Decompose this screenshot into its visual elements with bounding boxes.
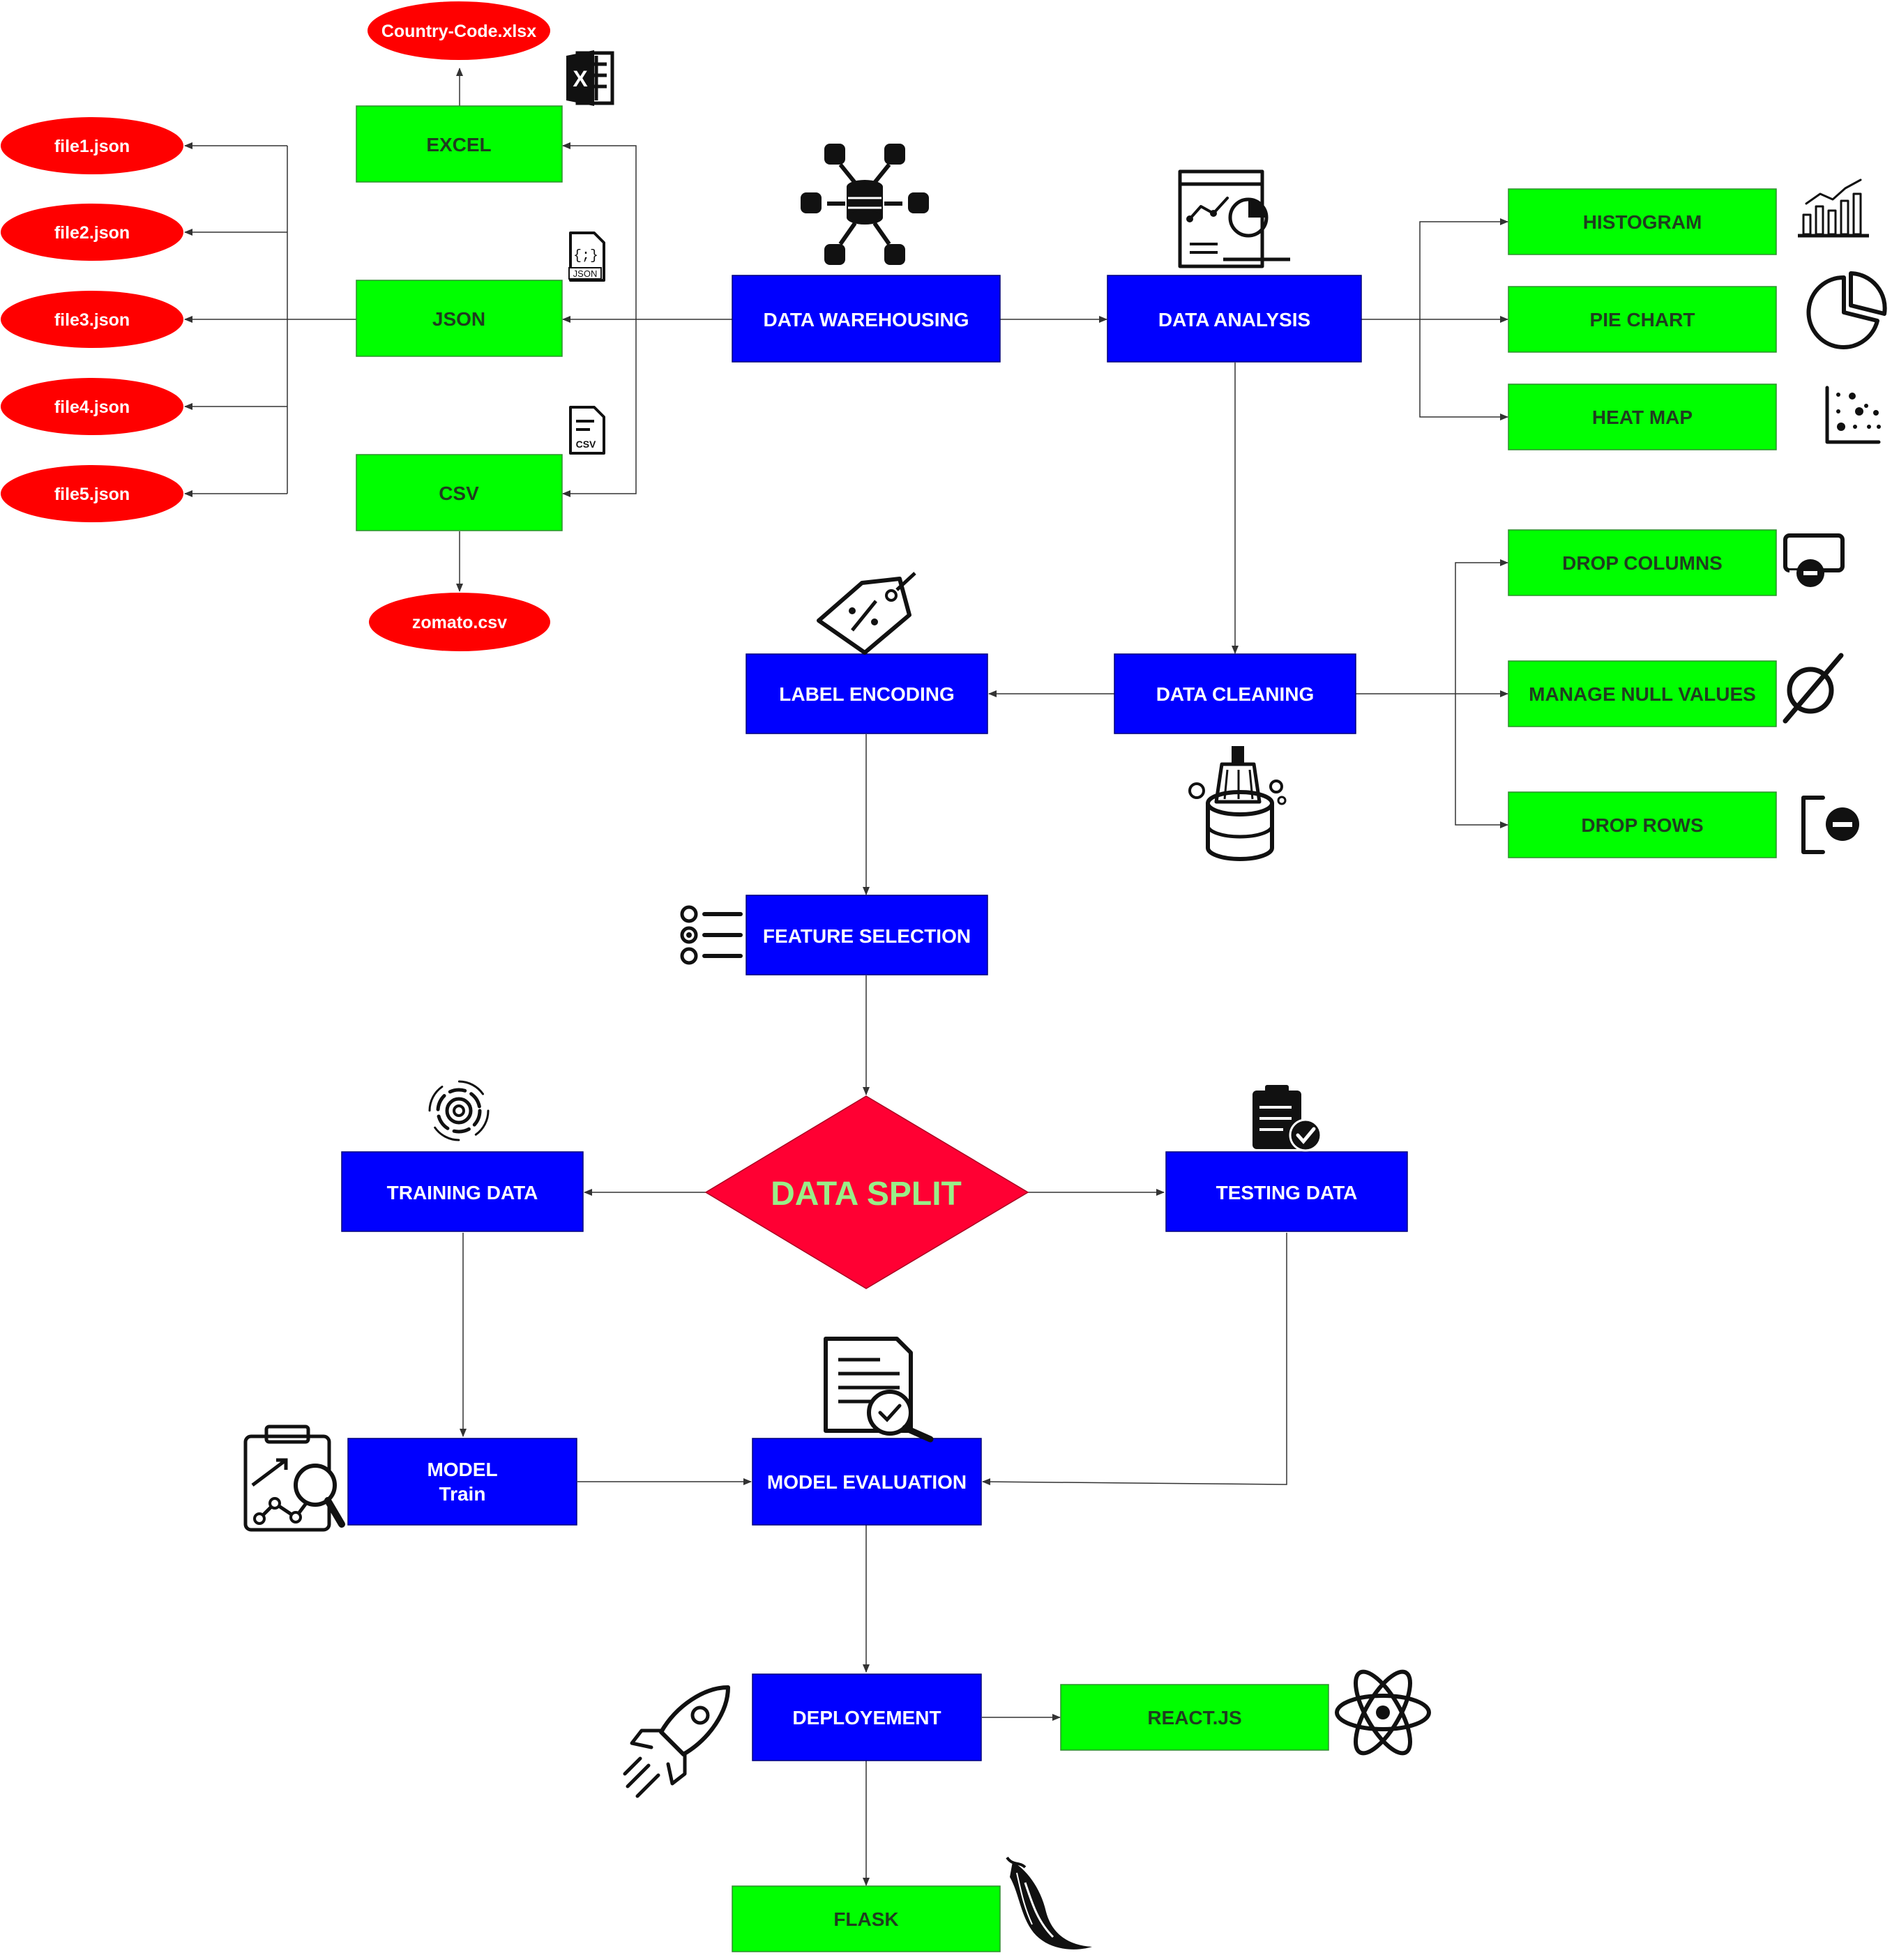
file1-node[interactable]: file1.json <box>1 117 183 174</box>
null-value-icon <box>1783 653 1844 724</box>
blue-nodes: DATA WAREHOUSING DATA ANALYSIS DATA CLEA… <box>341 275 1408 1761</box>
training-data-node[interactable]: TRAINING DATA <box>341 1151 584 1232</box>
json-icon-braces: {;} <box>573 248 598 264</box>
data-analysis-label: DATA ANALYSIS <box>1158 309 1310 331</box>
edge-cleaning-droprows <box>1455 694 1508 828</box>
edge-testing-eval <box>982 1233 1287 1486</box>
checklist-icon <box>680 905 743 965</box>
country-code-label: Country-Code.xlsx <box>381 22 536 41</box>
file2-label: file2.json <box>54 223 130 243</box>
model-analytics-icon <box>243 1425 345 1532</box>
excel-icon: X <box>566 50 614 106</box>
excel-label: EXCEL <box>426 134 491 155</box>
react-atom-icon <box>1335 1669 1431 1756</box>
zomato-label: zomato.csv <box>412 613 507 632</box>
testing-data-label: TESTING DATA <box>1216 1182 1358 1203</box>
file2-node[interactable]: file2.json <box>1 204 183 261</box>
edge-dw-excel <box>562 142 637 319</box>
data-split-label: DATA SPLIT <box>771 1176 962 1213</box>
file4-label: file4.json <box>54 397 130 417</box>
drop-rows-icon <box>1801 796 1859 854</box>
heat-map-node[interactable]: HEAT MAP <box>1508 383 1777 450</box>
edge-analysis-histogram <box>1419 218 1508 319</box>
pie-chart-label: PIE CHART <box>1590 309 1695 331</box>
feature-selection-node[interactable]: FEATURE SELECTION <box>746 895 988 975</box>
training-data-label: TRAINING DATA <box>387 1182 538 1203</box>
reactjs-node[interactable]: REACT.JS <box>1060 1684 1329 1751</box>
testing-data-node[interactable]: TESTING DATA <box>1165 1151 1408 1232</box>
country-code-node[interactable]: Country-Code.xlsx <box>368 1 550 60</box>
clipboard-check-icon <box>1252 1085 1322 1152</box>
rocket-icon <box>623 1685 730 1798</box>
histogram-node[interactable]: HISTOGRAM <box>1508 188 1777 255</box>
json-node[interactable]: JSON <box>356 280 563 357</box>
database-network-icon <box>801 144 929 265</box>
document-search-icon <box>824 1337 934 1443</box>
model-train-label-line1: MODEL <box>427 1459 497 1480</box>
file3-label: file3.json <box>54 310 130 330</box>
json-icon-tag: JSON <box>573 268 598 279</box>
dashboard-analysis-icon <box>1178 169 1290 268</box>
file3-node[interactable]: file3.json <box>1 291 183 348</box>
file1-label: file1.json <box>54 137 130 156</box>
file5-label: file5.json <box>54 485 130 504</box>
csv-file-icon: CSV <box>569 406 605 455</box>
source-ovals: Country-Code.xlsx zomato.csv file1.json … <box>1 1 550 651</box>
data-warehousing-node[interactable]: DATA WAREHOUSING <box>732 275 1001 363</box>
flask-label: FLASK <box>833 1908 898 1930</box>
data-analysis-node[interactable]: DATA ANALYSIS <box>1107 275 1362 363</box>
histogram-icon <box>1798 178 1869 238</box>
data-cleaning-node[interactable]: DATA CLEANING <box>1114 653 1356 734</box>
data-warehousing-label: DATA WAREHOUSING <box>763 309 969 331</box>
feature-selection-label: FEATURE SELECTION <box>763 925 971 947</box>
discount-tag-icon <box>817 572 916 655</box>
pie-chart-node[interactable]: PIE CHART <box>1508 286 1777 353</box>
label-encoding-label: LABEL ENCODING <box>779 683 955 705</box>
json-label: JSON <box>432 308 485 330</box>
deployment-label: DEPLOYEMENT <box>792 1707 941 1729</box>
json-file-icon: {;} JSON <box>568 231 605 282</box>
manage-null-label: MANAGE NULL VALUES <box>1529 683 1756 705</box>
drop-columns-icon <box>1783 533 1845 587</box>
histogram-label: HISTOGRAM <box>1583 211 1702 233</box>
drop-rows-node[interactable]: DROP ROWS <box>1508 791 1777 858</box>
edge-analysis-heatmap <box>1419 319 1508 420</box>
file5-node[interactable]: file5.json <box>1 465 183 522</box>
cleaning-database-icon <box>1188 746 1287 861</box>
drop-columns-node[interactable]: DROP COLUMNS <box>1508 529 1777 596</box>
edge-json-files <box>287 146 356 320</box>
data-cleaning-label: DATA CLEANING <box>1156 683 1315 705</box>
svg-text:X: X <box>573 66 588 91</box>
csv-node[interactable]: CSV <box>356 454 563 531</box>
model-evaluation-label: MODEL EVALUATION <box>767 1471 967 1493</box>
excel-node[interactable]: EXCEL <box>356 105 563 183</box>
data-split-node[interactable]: DATA SPLIT <box>704 1095 1029 1289</box>
csv-label: CSV <box>439 483 479 504</box>
edge-dw-csv <box>562 319 637 497</box>
edges <box>184 68 1508 1886</box>
zomato-node[interactable]: zomato.csv <box>369 593 550 651</box>
green-nodes: EXCEL JSON CSV HISTOGRAM PIE CHART HEAT … <box>356 105 1777 1952</box>
csv-icon-tag: CSV <box>576 439 596 450</box>
label-encoding-node[interactable]: LABEL ENCODING <box>746 653 988 734</box>
flask-logo-icon <box>1006 1856 1092 1950</box>
model-train-node[interactable]: MODEL Train <box>347 1438 577 1526</box>
file4-node[interactable]: file4.json <box>1 378 183 435</box>
drop-columns-label: DROP COLUMNS <box>1562 552 1723 574</box>
model-evaluation-node[interactable]: MODEL EVALUATION <box>752 1438 982 1526</box>
drop-rows-label: DROP ROWS <box>1581 814 1703 836</box>
edge-cleaning-dropcols <box>1455 559 1508 694</box>
deployment-node[interactable]: DEPLOYEMENT <box>752 1673 982 1761</box>
reactjs-label: REACT.JS <box>1147 1707 1241 1729</box>
scatter-plot-icon <box>1825 386 1881 444</box>
flask-node[interactable]: FLASK <box>732 1885 1001 1952</box>
pie-chart-icon <box>1806 271 1887 349</box>
heat-map-label: HEAT MAP <box>1592 407 1693 428</box>
model-train-label-line2: Train <box>439 1483 486 1505</box>
gear-cycle-icon <box>428 1080 490 1141</box>
manage-null-node[interactable]: MANAGE NULL VALUES <box>1508 660 1777 727</box>
